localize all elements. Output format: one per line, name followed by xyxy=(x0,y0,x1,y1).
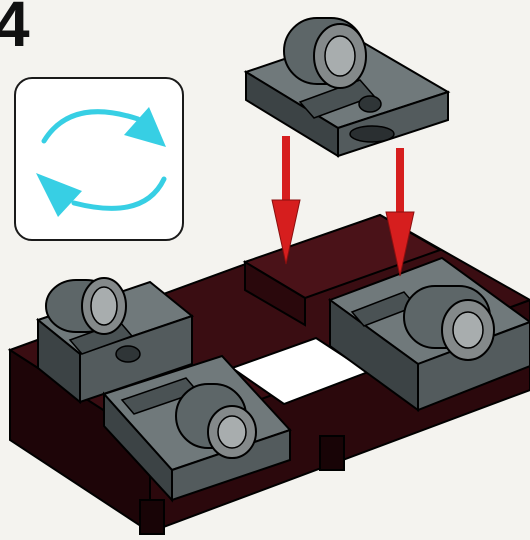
dark-gray-part-floating xyxy=(246,18,448,156)
